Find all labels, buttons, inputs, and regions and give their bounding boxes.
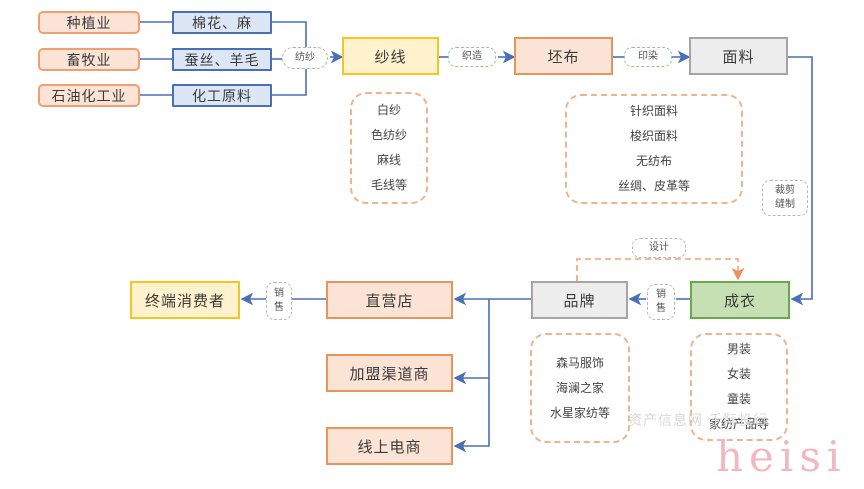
node-direct-store: 直营店 <box>326 281 453 319</box>
list-item: 针织面料 <box>629 104 678 118</box>
list-item: 男装 <box>726 342 751 356</box>
label-cut-sew-line2: 缝制 <box>775 199 795 210</box>
label-sales-brand-line1: 销 <box>656 289 666 300</box>
arrow-to-online <box>453 299 490 453</box>
node-yarn: 纱线 <box>342 37 439 75</box>
list-item: 毛线等 <box>370 178 407 192</box>
node-brand: 品牌 <box>531 281 628 319</box>
list-garment-types: 男装 女装 童装 家纺产品等 <box>690 333 788 441</box>
list-item: 童装 <box>726 392 751 406</box>
material-cotton-hemp: 棉花、麻 <box>172 11 272 34</box>
label-sales-brand: 销 售 <box>647 284 675 320</box>
label-dyeing: 印染 <box>624 47 672 67</box>
label-spinning: 纺纱 <box>282 47 328 69</box>
list-fabric-types: 针织面料 梭织面料 无纺布 丝绸、皮革等 <box>565 94 743 204</box>
list-yarn-types: 白纱 色纺纱 麻线 毛线等 <box>350 92 428 204</box>
label-sales-brand-line2: 售 <box>656 303 666 314</box>
node-greige: 坯布 <box>514 37 613 75</box>
list-item: 丝绸、皮革等 <box>617 179 690 193</box>
label-sales-consumer-line1: 销 <box>274 288 284 299</box>
label-cut-sew: 裁剪 缝制 <box>762 180 808 216</box>
label-cut-sew-line1: 裁剪 <box>775 185 795 196</box>
arrow-to-garment <box>788 56 813 306</box>
node-online: 线上电商 <box>326 427 453 465</box>
material-chemical: 化工原料 <box>172 84 272 107</box>
list-item: 麻线 <box>376 153 401 167</box>
list-item: 女装 <box>726 367 751 381</box>
list-item: 梭织面料 <box>629 129 678 143</box>
node-franchise: 加盟渠道商 <box>326 354 453 392</box>
node-consumer: 终端消费者 <box>130 281 240 319</box>
material-silk-wool: 蚕丝、羊毛 <box>172 48 272 71</box>
label-weaving: 织造 <box>448 47 496 67</box>
watermark-text: 资产信息网 千际投行 <box>628 413 769 429</box>
list-item: 海澜之家 <box>555 380 604 395</box>
list-item: 森马服饰 <box>555 355 604 370</box>
watermark-heisi: heisi <box>716 432 847 481</box>
list-item: 白纱 <box>376 103 401 117</box>
list-item: 家纺产品等 <box>708 417 769 431</box>
node-garment: 成衣 <box>690 281 790 319</box>
source-livestock: 畜牧业 <box>38 48 140 71</box>
label-sales-consumer: 销 售 <box>266 282 292 320</box>
source-petrochemical: 石油化工业 <box>38 84 140 107</box>
node-fabric: 面料 <box>689 37 788 75</box>
list-item: 无纺布 <box>635 154 672 168</box>
source-planting: 种植业 <box>38 11 140 34</box>
label-design: 设计 <box>632 238 686 258</box>
list-item: 色纺纱 <box>370 128 407 142</box>
label-sales-consumer-line2: 售 <box>274 302 284 313</box>
design-arrow <box>576 258 745 281</box>
list-item: 水星家纺等 <box>549 405 610 420</box>
list-brands: 森马服饰 海澜之家 水星家纺等 <box>530 333 630 443</box>
